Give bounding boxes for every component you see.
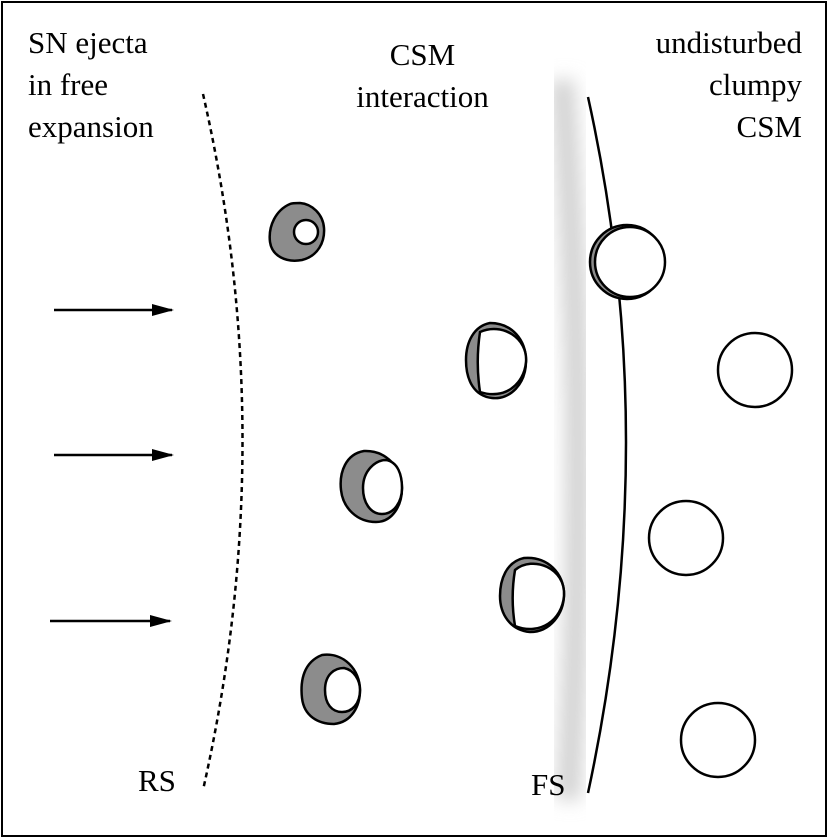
ejecta-label-line: in free <box>28 67 109 102</box>
shocked-clump <box>268 201 326 262</box>
ejecta-label-line: SN ejecta <box>28 25 148 60</box>
ejecta-label-line: expansion <box>28 109 154 144</box>
undisturbed-label-line: CSM <box>736 109 802 144</box>
reverse-shock-label: RS <box>138 763 176 798</box>
reverse-shock-line <box>201 93 244 791</box>
shocked-clump <box>300 653 362 726</box>
clump-at-forward-shock <box>588 223 667 301</box>
forward-shock-line <box>586 96 628 794</box>
shocked-clump <box>498 556 566 634</box>
forward-shock-label: FS <box>531 767 566 802</box>
undisturbed-region-label: undisturbed clumpy CSM <box>656 22 802 148</box>
undisturbed-clump <box>647 499 725 577</box>
undisturbed-clump <box>716 331 794 409</box>
shocked-clump <box>464 321 528 400</box>
undisturbed-label-line: clumpy <box>709 67 802 102</box>
undisturbed-clump <box>679 701 757 779</box>
interaction-region-label: CSM interaction <box>350 34 495 118</box>
interaction-label-line: interaction <box>356 79 489 114</box>
undisturbed-label-line: undisturbed <box>655 25 802 60</box>
forward-shock-glow <box>550 79 590 801</box>
interaction-label-line: CSM <box>389 37 456 72</box>
shocked-clump <box>339 449 404 524</box>
ejecta-region-label: SN ejecta in free expansion <box>28 22 154 148</box>
